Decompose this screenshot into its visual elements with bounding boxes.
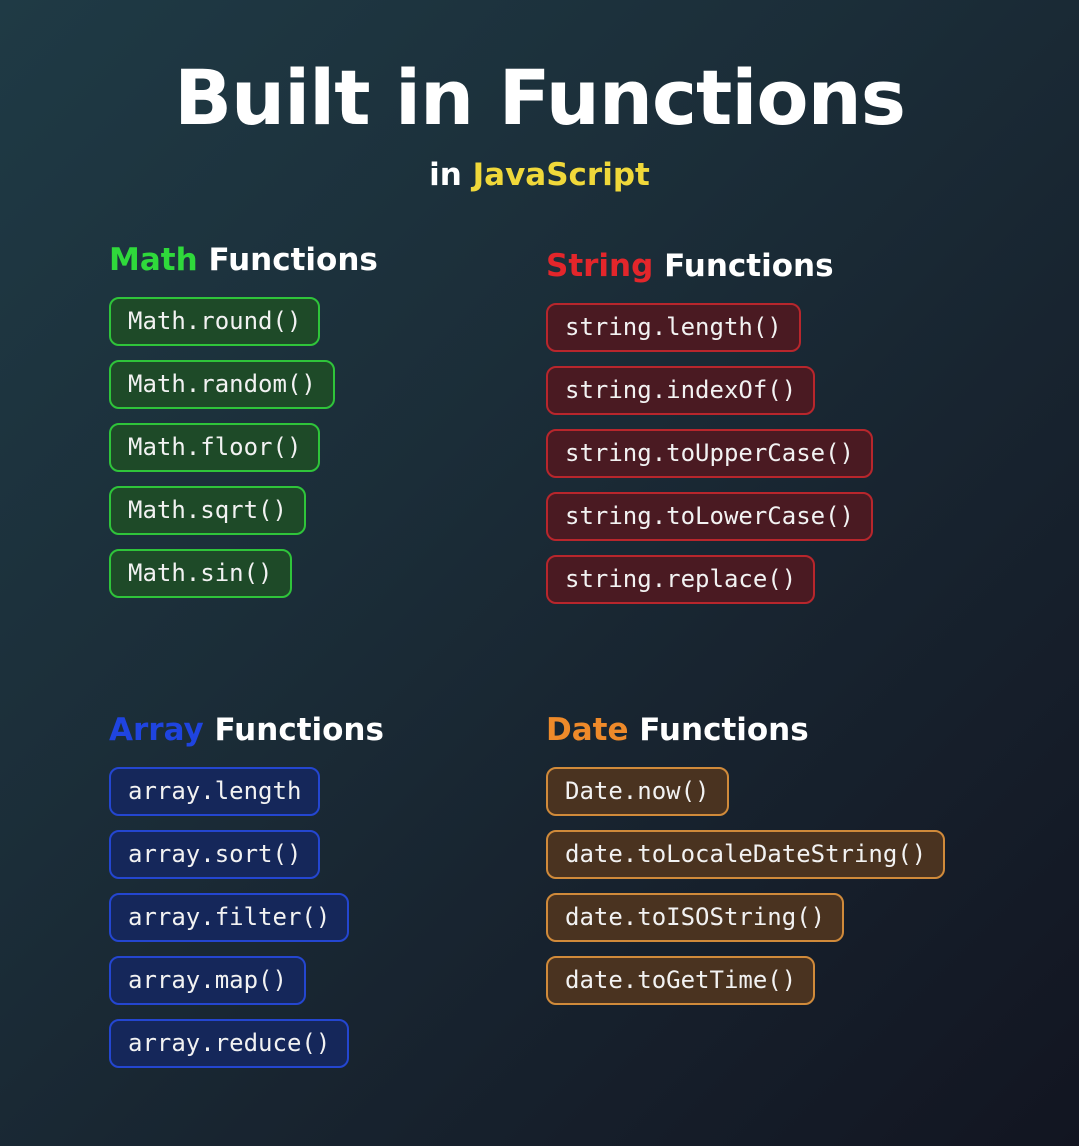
array-function-chip: array.map() [109,956,306,1005]
subtitle-prefix: in [429,157,462,193]
string-function-chip: string.toUpperCase() [546,429,873,478]
string-heading-rest: Functions [664,248,834,284]
string-heading-keyword: String [546,248,654,284]
math-function-chip: Math.sqrt() [109,486,306,535]
math-section: Math Functions Math.round() Math.random(… [109,238,378,612]
date-function-chip: Date.now() [546,767,729,816]
math-function-chip: Math.random() [109,360,335,409]
date-function-chip: date.toGetTime() [546,956,816,1005]
date-function-chip: date.toISOString() [546,893,845,942]
array-function-chip: array.sort() [109,830,321,879]
array-heading: Array Functions [109,708,384,752]
array-function-list: array.length array.sort() array.filter()… [109,767,384,1068]
math-heading-rest: Functions [208,242,378,278]
string-function-list: string.length() string.indexOf() string.… [546,303,873,604]
date-function-list: Date.now() date.toLocaleDateString() dat… [546,767,946,1005]
string-function-chip: string.replace() [546,555,816,604]
string-heading: String Functions [546,244,873,288]
string-section: String Functions string.length() string.… [546,244,873,618]
string-function-chip: string.toLowerCase() [546,492,873,541]
array-function-chip: array.length [109,767,321,816]
string-function-chip: string.indexOf() [546,366,816,415]
string-function-chip: string.length() [546,303,801,352]
date-function-chip: date.toLocaleDateString() [546,830,946,879]
math-function-chip: Math.floor() [109,423,321,472]
math-heading-keyword: Math [109,242,198,278]
array-function-chip: array.filter() [109,893,350,942]
array-heading-keyword: Array [109,712,204,748]
math-function-chip: Math.round() [109,297,321,346]
date-heading-rest: Functions [639,712,809,748]
array-heading-rest: Functions [214,712,384,748]
subtitle-javascript: JavaScript [472,157,650,193]
math-function-chip: Math.sin() [109,549,292,598]
page-title: Built in Functions [174,53,906,142]
date-heading: Date Functions [546,708,945,752]
date-section: Date Functions Date.now() date.toLocaleD… [546,708,946,1019]
math-heading: Math Functions [109,238,378,282]
array-section: Array Functions array.length array.sort(… [109,708,384,1082]
page-subtitle: in JavaScript [0,153,1079,197]
array-function-chip: array.reduce() [109,1019,350,1068]
date-heading-keyword: Date [546,712,629,748]
math-function-list: Math.round() Math.random() Math.floor() … [109,297,378,598]
